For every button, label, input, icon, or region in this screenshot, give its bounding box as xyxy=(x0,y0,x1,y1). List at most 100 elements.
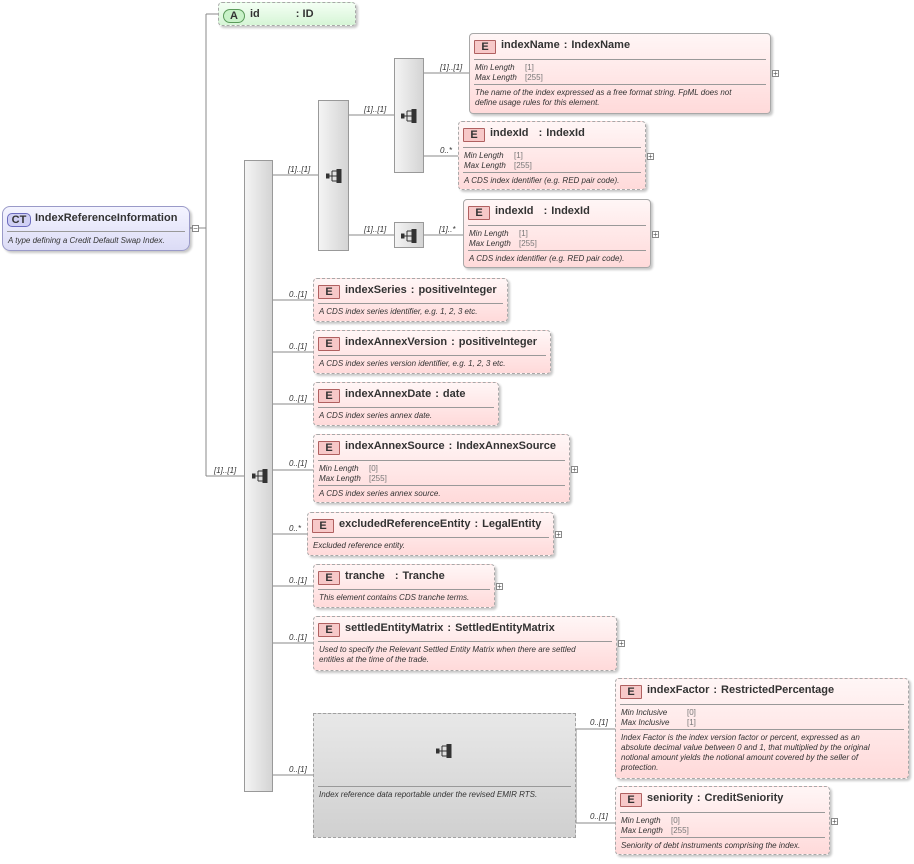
element-badge: E xyxy=(468,206,490,220)
element-tranche[interactable]: E tranche :Tranche This element contains… xyxy=(313,564,495,608)
element-title: tranche :Tranche xyxy=(345,570,445,582)
element-indexSeries[interactable]: E indexSeries:positiveInteger A CDS inde… xyxy=(313,278,508,322)
sequence-icon xyxy=(401,229,417,243)
attribute-id[interactable]: A id: ID xyxy=(218,2,356,26)
occurrence-indexSeries: 0..[1] xyxy=(289,290,307,299)
element-indexName[interactable]: E indexName:IndexName Min Length[1] Max … xyxy=(469,33,771,114)
sequence-icon xyxy=(401,109,417,123)
separator xyxy=(312,537,549,538)
attribute-name: id xyxy=(250,8,260,20)
occurrence-indexAnnexSource: 0..[1] xyxy=(289,459,307,468)
occurrence-inner-seq: [1]..[1] xyxy=(364,105,387,114)
element-doc: A CDS index identifier (e.g. RED pair co… xyxy=(469,254,625,263)
occurrence-group: 0..[1] xyxy=(289,765,307,774)
occurrence-inner-seq2: [1]..[1] xyxy=(364,225,387,234)
occurrence-indexAnnexDate: 0..[1] xyxy=(289,394,307,403)
separator xyxy=(620,729,904,730)
element-doc: A CDS index series annex source. xyxy=(319,489,441,498)
element-doc: Used to specify the Relevant Settled Ent… xyxy=(319,645,576,664)
facets: Min Length[0] Max Length[255] xyxy=(319,464,387,483)
occurrence-seniority: 0..[1] xyxy=(590,812,608,821)
element-indexId-2[interactable]: E indexId :IndexId Min Length[1] Max Len… xyxy=(463,199,651,268)
element-badge: E xyxy=(474,40,496,54)
element-title: settledEntityMatrix:SettledEntityMatrix xyxy=(345,622,555,634)
group-reference[interactable]: Index reference data reportable under th… xyxy=(313,713,576,838)
facets: Min Inclusive[0] Max Inclusive[1] xyxy=(621,708,696,727)
element-seniority[interactable]: E seniority:CreditSeniority Min Length[0… xyxy=(615,786,830,855)
separator xyxy=(620,837,825,838)
separator xyxy=(468,250,646,251)
element-badge: E xyxy=(620,793,642,807)
element-badge: E xyxy=(318,337,340,351)
separator xyxy=(318,786,571,787)
element-indexId-1[interactable]: E indexId :IndexId Min Length[1] Max Len… xyxy=(458,121,646,190)
attribute-type: ID xyxy=(302,8,314,20)
choice-icon xyxy=(326,169,342,183)
element-badge: E xyxy=(312,519,334,533)
expand-icon[interactable]: + xyxy=(555,530,562,539)
root-complex-type[interactable]: CT IndexReferenceInformation A type defi… xyxy=(2,206,190,251)
separator xyxy=(474,84,766,85)
expand-icon[interactable]: + xyxy=(618,639,625,648)
facets: Min Length[1] Max Length[255] xyxy=(469,229,537,248)
element-doc: A CDS index series identifier, e.g. 1, 2… xyxy=(319,307,478,316)
root-separator xyxy=(7,231,185,232)
element-title: indexName:IndexName xyxy=(501,39,631,51)
element-indexAnnexVersion[interactable]: E indexAnnexVersion:positiveInteger A CD… xyxy=(313,330,551,374)
separator xyxy=(318,641,612,642)
occurrence-settledEntityMatrix: 0..[1] xyxy=(289,633,307,642)
sequence-icon xyxy=(436,744,452,758)
element-doc: A CDS index series version identifier, e… xyxy=(319,359,506,368)
expand-icon[interactable]: + xyxy=(571,465,578,474)
separator xyxy=(318,589,490,590)
element-doc: Seniority of debt instruments comprising… xyxy=(621,841,801,850)
choice-compositor[interactable] xyxy=(318,100,349,251)
attribute-badge: A xyxy=(223,9,245,23)
separator xyxy=(474,59,766,60)
element-indexAnnexSource[interactable]: E indexAnnexSource:IndexAnnexSource Min … xyxy=(313,434,570,503)
expand-icon[interactable]: + xyxy=(647,152,654,161)
inner-sequence-1[interactable] xyxy=(394,58,424,173)
element-title: indexId :IndexId xyxy=(490,127,585,139)
element-title: indexAnnexDate:date xyxy=(345,388,466,400)
occurrence-tranche: 0..[1] xyxy=(289,576,307,585)
element-title: indexSeries:positiveInteger xyxy=(345,284,497,296)
root-collapse-icon[interactable]: − xyxy=(192,224,199,233)
element-title: excludedReferenceEntity:LegalEntity xyxy=(339,518,542,530)
element-doc: Index Factor is the index version factor… xyxy=(621,733,870,772)
root-doc: A type defining a Credit Default Swap In… xyxy=(8,236,165,245)
element-badge: E xyxy=(463,128,485,142)
element-settledEntityMatrix[interactable]: E settledEntityMatrix:SettledEntityMatri… xyxy=(313,616,617,671)
element-indexFactor[interactable]: E indexFactor:RestrictedPercentage Min I… xyxy=(615,678,909,779)
element-title: indexAnnexSource:IndexAnnexSource xyxy=(345,440,556,452)
inner-sequence-2[interactable] xyxy=(394,222,424,248)
sequence-icon xyxy=(252,469,268,483)
element-doc: A CDS index series annex date. xyxy=(319,411,433,420)
root-type-name: IndexReferenceInformation xyxy=(35,212,178,224)
expand-icon[interactable]: + xyxy=(652,230,659,239)
expand-icon[interactable]: + xyxy=(496,582,503,591)
element-badge: E xyxy=(318,623,340,637)
separator xyxy=(318,303,503,304)
separator xyxy=(318,460,565,461)
main-sequence[interactable] xyxy=(244,160,273,792)
element-title: indexFactor:RestrictedPercentage xyxy=(647,684,835,696)
group-doc: Index reference data reportable under th… xyxy=(319,790,538,799)
element-badge: E xyxy=(318,441,340,455)
separator xyxy=(468,225,646,226)
element-excludedReferenceEntity[interactable]: E excludedReferenceEntity:LegalEntity Ex… xyxy=(307,512,554,556)
element-doc: Excluded reference entity. xyxy=(313,541,405,550)
separator xyxy=(463,172,641,173)
expand-icon[interactable]: + xyxy=(772,69,779,78)
complex-type-badge: CT xyxy=(7,213,31,227)
facets: Min Length[1] Max Length[255] xyxy=(475,63,543,82)
occurrence-excludedReferenceEntity: 0..* xyxy=(289,524,302,533)
element-doc: A CDS index identifier (e.g. RED pair co… xyxy=(464,176,620,185)
element-badge: E xyxy=(620,685,642,699)
separator xyxy=(318,407,494,408)
element-doc: The name of the index expressed as a fre… xyxy=(475,88,732,107)
separator xyxy=(620,704,904,705)
expand-icon[interactable]: + xyxy=(831,817,838,826)
element-indexAnnexDate[interactable]: E indexAnnexDate:date A CDS index series… xyxy=(313,382,499,426)
element-title: indexId :IndexId xyxy=(495,205,590,217)
